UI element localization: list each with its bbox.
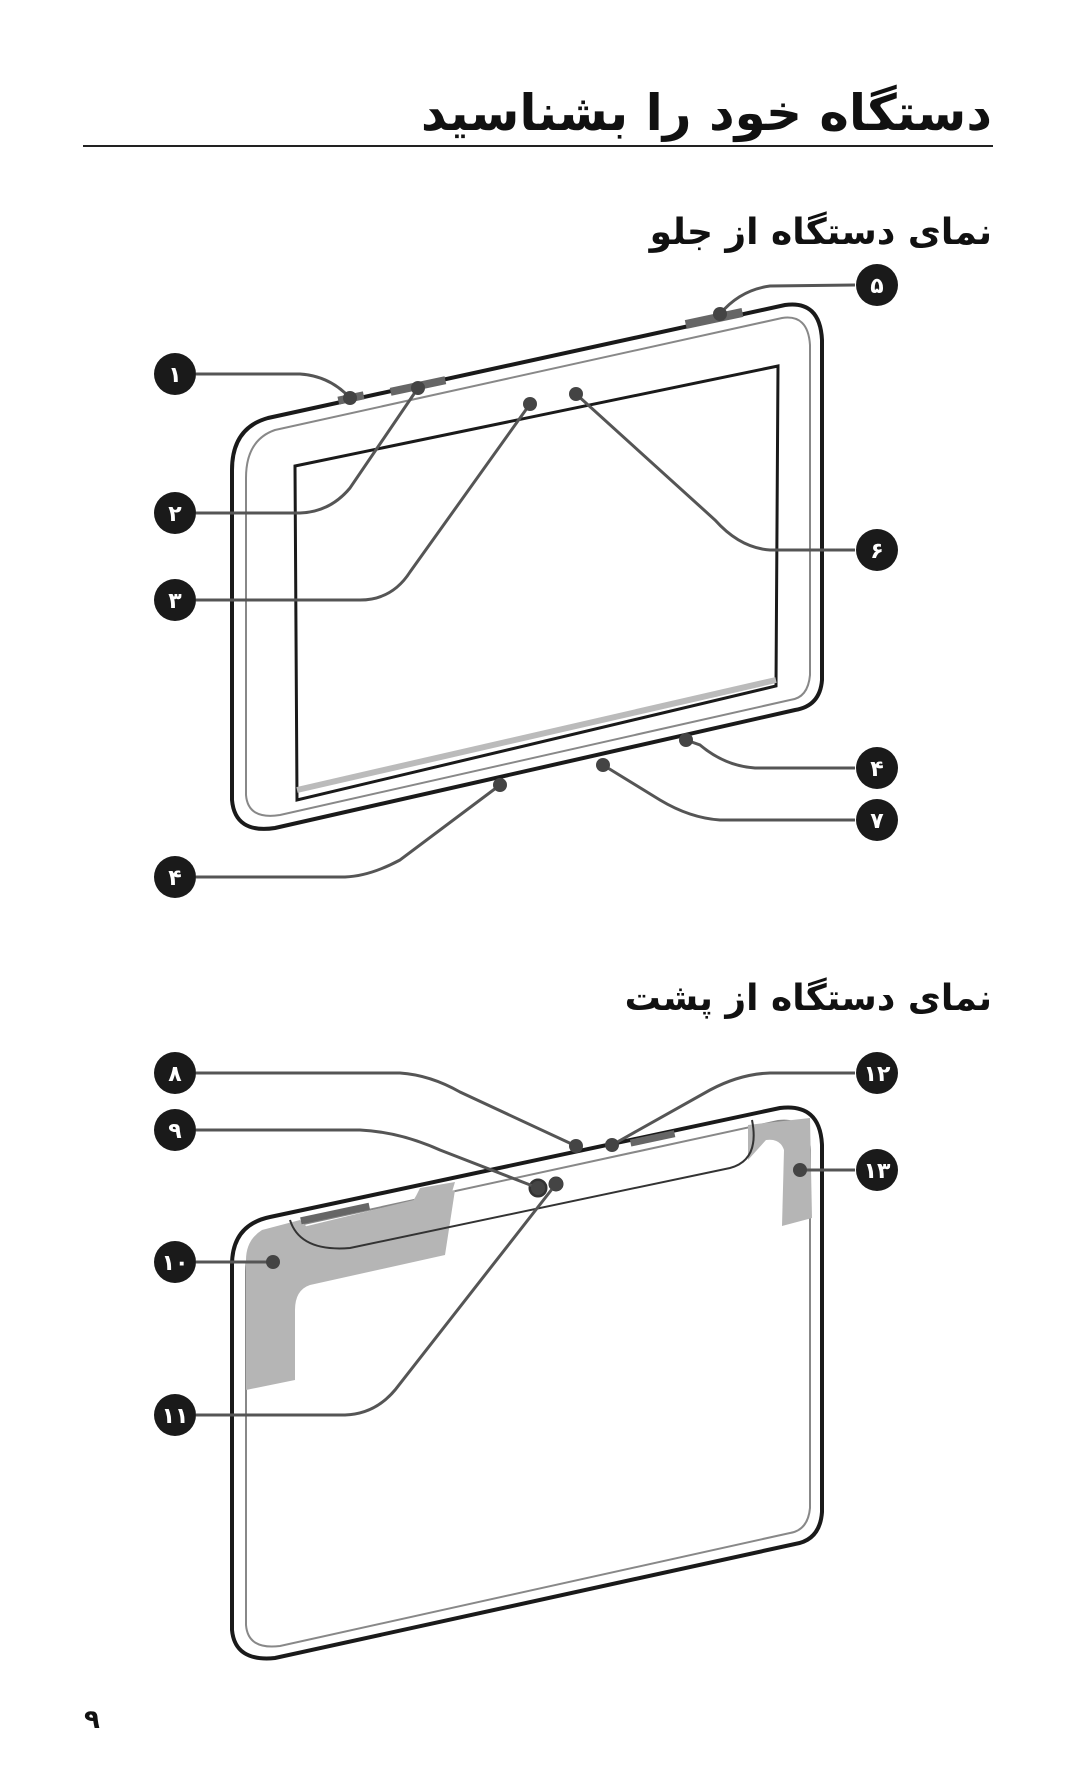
svg-text:۱: ۱ bbox=[168, 363, 181, 388]
svg-text:۱۳: ۱۳ bbox=[864, 1159, 891, 1184]
svg-text:۳: ۳ bbox=[168, 589, 182, 614]
back-leader-lines bbox=[196, 1071, 855, 1417]
front-callout-7: ۷ bbox=[856, 799, 898, 841]
back-callout-9: ۹ bbox=[154, 1109, 196, 1151]
svg-text:۶: ۶ bbox=[870, 539, 883, 564]
back-view-figure: ۸ ۹ ۱۰ ۱۱ ۱۲ ۱۳ bbox=[154, 1052, 898, 1661]
back-callout-13: ۱۳ bbox=[856, 1149, 898, 1191]
back-callout-8: ۸ bbox=[154, 1052, 196, 1094]
front-view-heading: نمای دستگاه از جلو bbox=[649, 212, 992, 253]
svg-text:۴: ۴ bbox=[870, 757, 883, 782]
svg-text:۷: ۷ bbox=[870, 809, 884, 834]
front-callout-4-right: ۴ bbox=[856, 747, 898, 789]
page-number: ۹ bbox=[84, 1705, 100, 1735]
back-callout-12: ۱۲ bbox=[856, 1052, 898, 1094]
front-callout-4-left: ۴ bbox=[154, 856, 196, 898]
svg-text:۱۰: ۱۰ bbox=[162, 1251, 189, 1276]
back-callout-11: ۱۱ bbox=[154, 1394, 196, 1436]
back-callout-10: ۱۰ bbox=[154, 1241, 196, 1283]
svg-text:۵: ۵ bbox=[870, 274, 883, 299]
front-leader-lines bbox=[196, 283, 856, 879]
svg-text:۱۲: ۱۲ bbox=[864, 1062, 891, 1087]
front-callout-6: ۶ bbox=[856, 529, 898, 571]
svg-text:۱۱: ۱۱ bbox=[162, 1404, 189, 1429]
tablet-back-illustration bbox=[230, 1105, 824, 1661]
front-view-figure: ۱ ۲ ۳ ۴ ۵ ۶ ۴ ۷ bbox=[154, 264, 898, 898]
front-callout-1: ۱ bbox=[154, 353, 196, 395]
front-callout-5: ۵ bbox=[856, 264, 898, 306]
page-title: دستگاه خود را بشناسید bbox=[420, 84, 992, 142]
svg-text:۹: ۹ bbox=[168, 1119, 181, 1144]
front-callout-2: ۲ bbox=[154, 492, 196, 534]
svg-text:۲: ۲ bbox=[168, 502, 182, 527]
back-view-heading: نمای دستگاه از پشت bbox=[624, 978, 992, 1019]
tablet-front-illustration bbox=[230, 302, 824, 831]
title-divider bbox=[83, 145, 993, 147]
svg-text:۸: ۸ bbox=[168, 1062, 182, 1087]
front-callout-3: ۳ bbox=[154, 579, 196, 621]
svg-text:۴: ۴ bbox=[168, 866, 181, 891]
